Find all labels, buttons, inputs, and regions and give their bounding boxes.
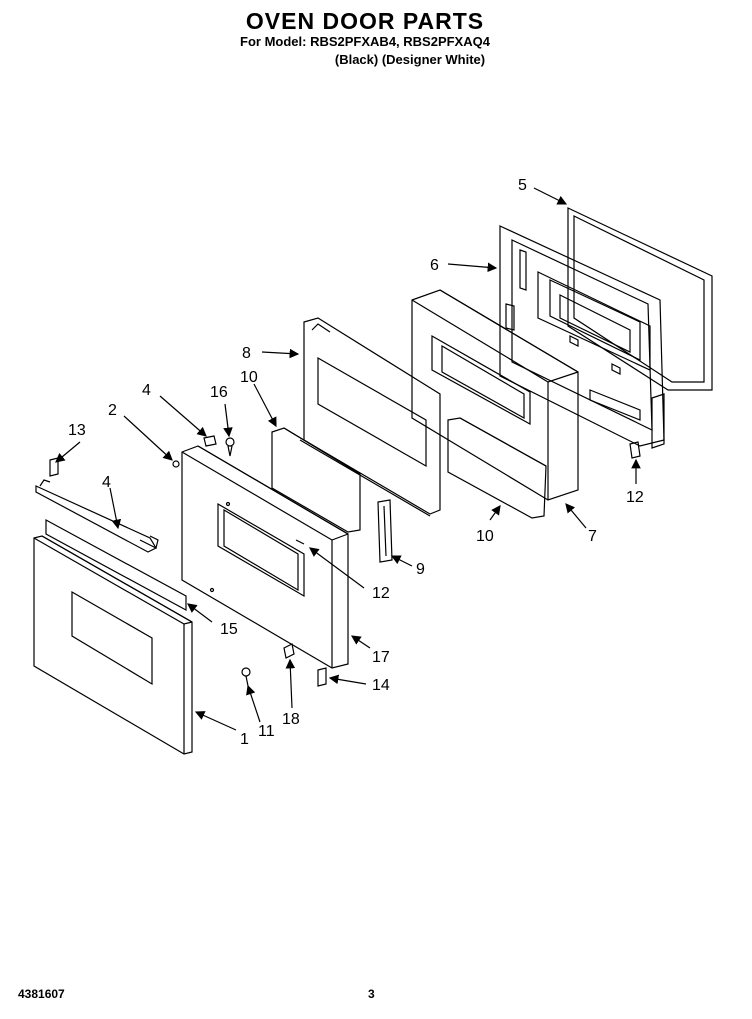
variant-line: (Black) (Designer White) xyxy=(334,52,486,67)
callout-10-right: 10 xyxy=(476,528,494,545)
clip-part-18 xyxy=(283,643,295,659)
callout-12-right: 12 xyxy=(626,489,644,506)
door-handle-part-4 xyxy=(35,479,159,553)
door-gasket-part-5 xyxy=(567,207,713,391)
callout-5: 5 xyxy=(518,177,527,194)
callout-17: 17 xyxy=(372,649,390,666)
page-number: 3 xyxy=(368,987,375,1001)
callout-10-left: 10 xyxy=(240,369,258,386)
glass-panel-right-part-10 xyxy=(447,417,547,519)
callout-2: 2 xyxy=(108,402,117,419)
screw-part-11 xyxy=(241,667,251,687)
bracket-part-9 xyxy=(377,499,393,563)
pin-part-14 xyxy=(317,667,327,687)
callout-11: 11 xyxy=(258,723,275,740)
callout-9: 9 xyxy=(416,561,425,578)
trim-strip-part-15 xyxy=(45,518,187,612)
bumper-part-12-right xyxy=(629,441,641,459)
callout-12-center: 12 xyxy=(372,585,390,602)
callout-1: 1 xyxy=(240,731,249,748)
callout-6: 6 xyxy=(430,257,439,274)
leader-lines xyxy=(55,187,641,731)
screw-part-16 xyxy=(225,437,235,457)
door-shield-part-8 xyxy=(299,317,441,517)
document-number: 4381607 xyxy=(18,987,65,1001)
inner-door-frame-part-6 xyxy=(499,225,665,449)
glass-panel-left-part-10 xyxy=(271,427,361,533)
screw-part-2 xyxy=(172,460,180,468)
callout-14: 14 xyxy=(372,677,390,694)
callout-4: 4 xyxy=(102,474,111,491)
outer-door-glass-part-1 xyxy=(33,535,193,755)
callout-3: 4 xyxy=(142,382,151,399)
callout-15: 15 xyxy=(220,621,238,638)
door-liner-part-7 xyxy=(411,289,579,501)
model-line: For Model: RBS2PFXAB4, RBS2PFXAQ4 xyxy=(240,34,490,49)
callout-7: 7 xyxy=(588,528,597,545)
page-title: OVEN DOOR PARTS xyxy=(245,8,485,34)
callout-16: 16 xyxy=(210,384,228,401)
screw-part-3 xyxy=(203,435,217,447)
callout-18: 18 xyxy=(282,711,300,728)
callout-13: 13 xyxy=(68,422,86,439)
callout-8: 8 xyxy=(242,345,251,362)
inner-door-panel-part-17 xyxy=(181,445,349,669)
